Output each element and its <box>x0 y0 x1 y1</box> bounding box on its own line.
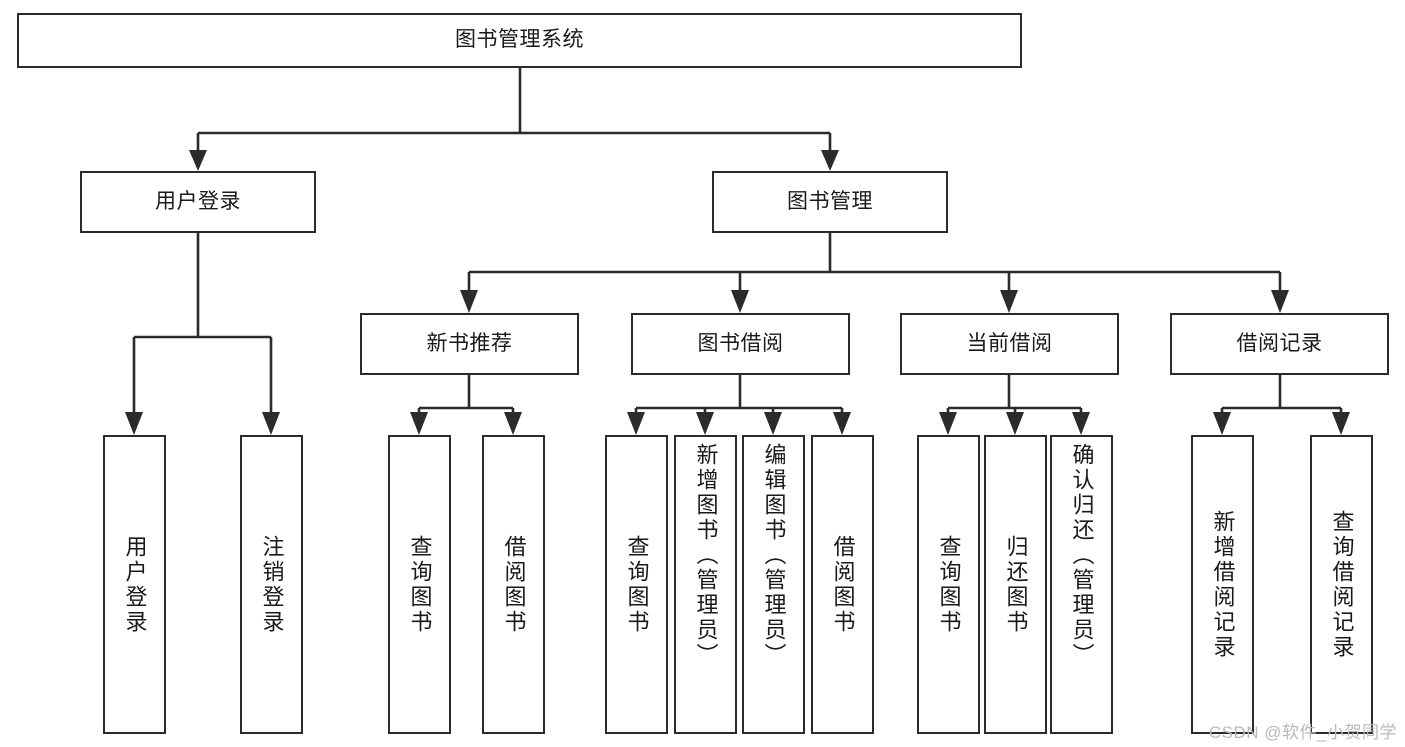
connector-borrowrecord-to-leaves <box>1213 375 1350 435</box>
leaf-return-book[interactable]: 归还图书 <box>984 435 1047 734</box>
node-new-book-recommend-label: 新书推荐 <box>426 331 513 355</box>
leaf-query-borrow-record[interactable]: 查询借阅记录 <box>1310 435 1373 734</box>
node-current-borrow-label: 当前借阅 <box>966 331 1053 355</box>
leaf-query-book-borrow-label: 查询图书 <box>624 534 650 635</box>
leaf-borrow-book[interactable]: 借阅图书 <box>811 435 874 734</box>
leaf-add-book-admin[interactable]: 新增图书（管理员） <box>674 435 737 734</box>
node-borrow-record-label: 借阅记录 <box>1236 331 1323 355</box>
leaf-borrow-book-rec[interactable]: 借阅图书 <box>482 435 545 734</box>
leaf-user-login-label: 用户登录 <box>122 534 148 635</box>
watermark: CSDN @软件_小贺同学 <box>1208 723 1397 742</box>
leaf-logout[interactable]: 注销登录 <box>240 435 303 734</box>
leaf-query-book-current-label: 查询图书 <box>936 534 962 635</box>
leaf-query-book-current[interactable]: 查询图书 <box>917 435 980 734</box>
node-book-borrow[interactable]: 图书借阅 <box>631 313 850 375</box>
leaf-query-book-rec[interactable]: 查询图书 <box>388 435 451 734</box>
node-book-borrow-label: 图书借阅 <box>697 331 784 355</box>
node-user-login-label: 用户登录 <box>155 189 241 213</box>
leaf-edit-book-admin-label: 编辑图书（管理员） <box>761 443 787 668</box>
leaf-add-borrow-record-label: 新增借阅记录 <box>1210 509 1236 660</box>
leaf-query-borrow-record-label: 查询借阅记录 <box>1329 509 1355 660</box>
node-book-manage-label: 图书管理 <box>787 189 873 213</box>
leaf-add-book-admin-label: 新增图书（管理员） <box>693 443 719 668</box>
leaf-user-login[interactable]: 用户登录 <box>103 435 166 734</box>
connector-newbook-to-leaves <box>410 375 522 435</box>
node-root-label: 图书管理系统 <box>455 28 584 52</box>
node-user-login[interactable]: 用户登录 <box>80 171 316 233</box>
node-new-book-recommend[interactable]: 新书推荐 <box>360 313 579 375</box>
node-root[interactable]: 图书管理系统 <box>17 13 1022 68</box>
node-current-borrow[interactable]: 当前借阅 <box>900 313 1119 375</box>
leaf-return-book-label: 归还图书 <box>1003 534 1029 635</box>
leaf-query-book-borrow[interactable]: 查询图书 <box>605 435 668 734</box>
leaf-add-borrow-record[interactable]: 新增借阅记录 <box>1191 435 1254 734</box>
connector-userlogin-to-leaves <box>125 233 280 435</box>
leaf-edit-book-admin[interactable]: 编辑图书（管理员） <box>742 435 805 734</box>
leaf-logout-label: 注销登录 <box>259 534 285 635</box>
connector-bookmanage-to-level2 <box>460 233 1289 313</box>
connector-bookborrow-to-leaves <box>627 375 851 435</box>
leaf-confirm-return-admin[interactable]: 确认归还（管理员） <box>1050 435 1113 734</box>
leaf-borrow-book-label: 借阅图书 <box>830 534 856 635</box>
leaf-query-book-rec-label: 查询图书 <box>407 534 433 635</box>
leaf-confirm-return-admin-label: 确认归还（管理员） <box>1069 443 1095 668</box>
leaf-borrow-book-rec-label: 借阅图书 <box>501 534 527 635</box>
connector-root-to-bus <box>189 68 839 171</box>
node-book-manage[interactable]: 图书管理 <box>712 171 948 233</box>
node-borrow-record[interactable]: 借阅记录 <box>1170 313 1389 375</box>
connector-currentborrow-to-leaves <box>939 375 1090 435</box>
